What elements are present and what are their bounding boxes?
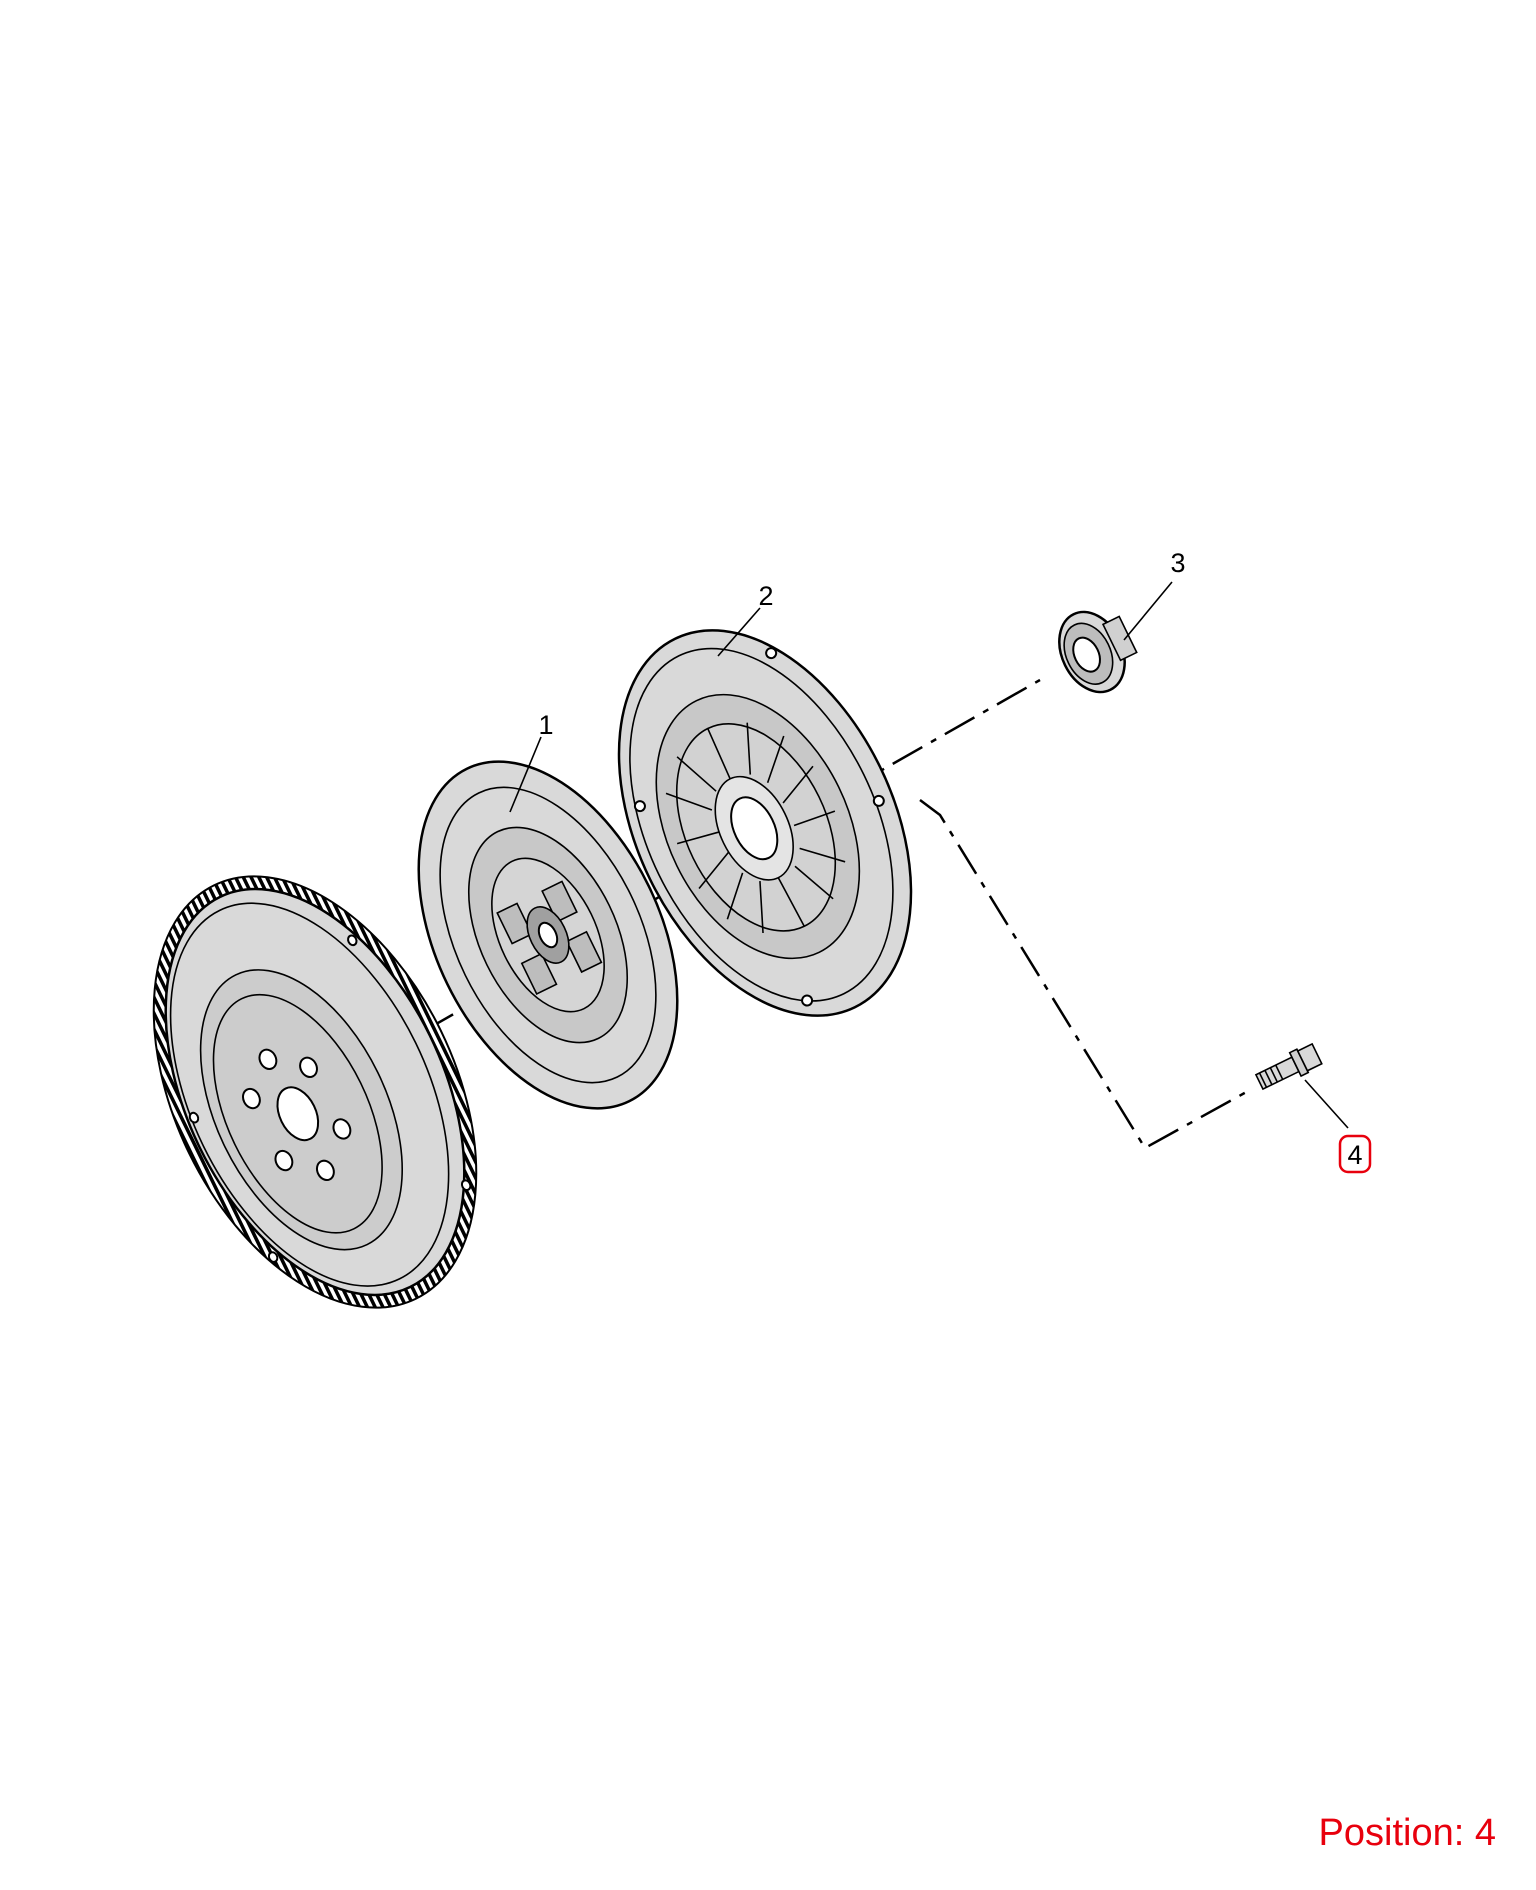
clutch-disc[interactable]: [366, 720, 730, 1151]
callout-4: 4: [1347, 1140, 1362, 1170]
flywheel[interactable]: [88, 824, 541, 1360]
assembly-axis-lines: [214, 678, 1251, 1152]
callout-2: 2: [758, 581, 773, 611]
callout-1: 1: [538, 710, 553, 740]
pressure-plate[interactable]: [560, 583, 970, 1064]
callout-leaders: [509, 581, 1349, 1129]
position-label: Position: 4: [1318, 1812, 1496, 1854]
bolt[interactable]: [1254, 1042, 1323, 1093]
release-bearing[interactable]: [1047, 597, 1147, 703]
callout-4-highlight: [1338, 1134, 1372, 1174]
callout-3: 3: [1170, 548, 1185, 578]
